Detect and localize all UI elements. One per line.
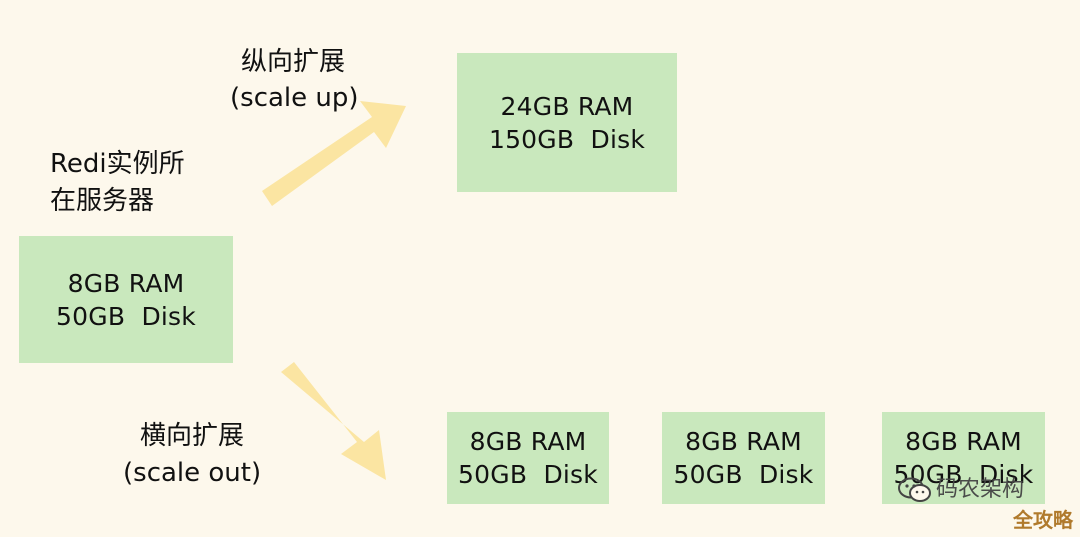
sub-brand-logo: 全攻略: [1013, 508, 1073, 532]
scale-out-label-line2: (scale out): [123, 458, 262, 488]
scale-up-server-box: 24GB RAM 150GB Disk: [457, 53, 677, 192]
server-label-line2: 在服务器: [50, 186, 155, 216]
scale-out-2-ram: 8GB RAM: [685, 427, 802, 456]
scale-out-3-disk: 50GB Disk: [893, 460, 1034, 489]
server-label-line1: Redi实例所: [50, 149, 185, 179]
scale-out-2-disk: 50GB Disk: [673, 460, 814, 489]
scale-up-arrow: [262, 101, 406, 206]
scale-out-arrow: [281, 362, 386, 480]
scale-up-disk: 150GB Disk: [488, 124, 646, 154]
scale-out-server-box-2: 8GB RAM 50GB Disk: [662, 412, 825, 504]
origin-disk: 50GB Disk: [56, 301, 196, 331]
scale-up-label-line2: (scale up): [230, 83, 359, 113]
scale-out-server-box-1: 8GB RAM 50GB Disk: [447, 412, 609, 504]
scale-up-ram: 24GB RAM: [500, 91, 634, 121]
watermark-text: 码农架构: [936, 477, 1025, 502]
wechat-icon: [898, 477, 932, 510]
scale-out-1-disk: 50GB Disk: [458, 460, 598, 489]
origin-server-box: 8GB RAM 50GB Disk: [19, 236, 233, 363]
scale-out-label-line1: 横向扩展: [140, 421, 245, 451]
origin-ram: 8GB RAM: [67, 268, 185, 298]
scale-out-1-ram: 8GB RAM: [469, 427, 587, 456]
scale-out-3-ram: 8GB RAM: [905, 427, 1022, 456]
scale-out-server-box-3: 8GB RAM 50GB Disk: [882, 412, 1045, 504]
scale-up-label-line1: 纵向扩展: [241, 47, 346, 77]
